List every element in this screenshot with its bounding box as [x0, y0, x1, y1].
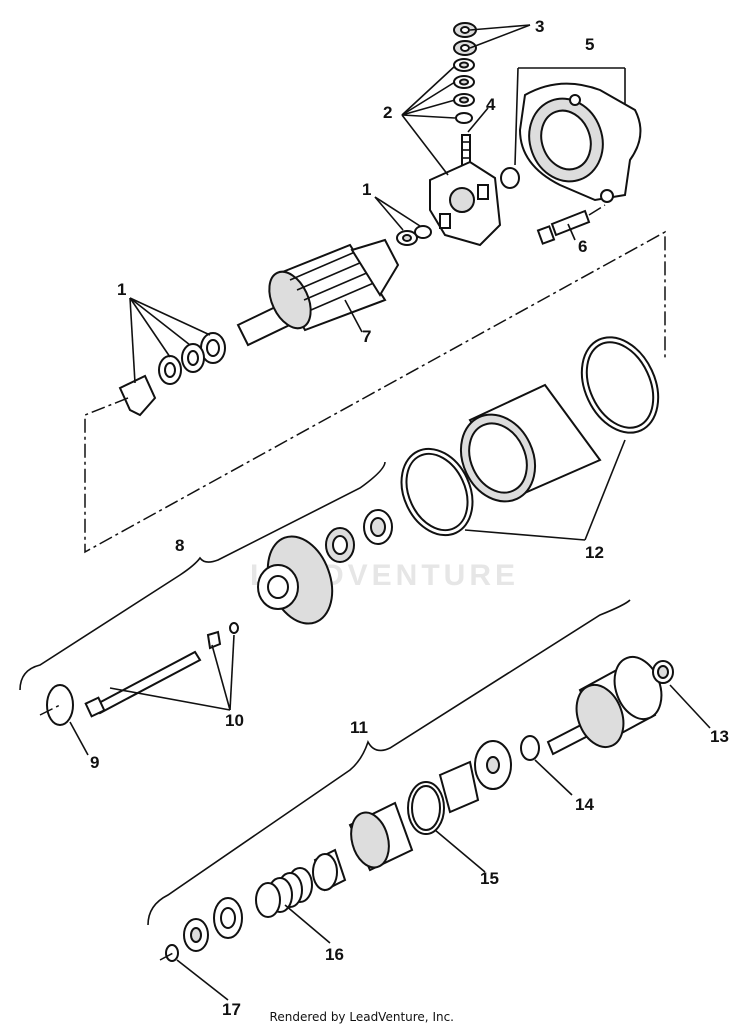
- callout-5: 5: [585, 35, 594, 54]
- part-through-bolt-10: [84, 622, 239, 718]
- callout-4: 4: [486, 95, 496, 114]
- callout-11: 11: [350, 718, 368, 737]
- render-credit: Rendered by LeadVenture, Inc.: [269, 1010, 454, 1024]
- part-retainer-17: [159, 897, 243, 962]
- leader-dash-bolt: [588, 204, 606, 216]
- bracket-11: [147, 599, 631, 926]
- callout-2: 2: [383, 103, 392, 122]
- callout-6: 6: [578, 237, 587, 256]
- part-washers-1-lower: [118, 332, 226, 417]
- leader-lines: [69, 24, 711, 1001]
- callout-14: 14: [575, 795, 594, 814]
- part-o-ring-9: [39, 684, 74, 726]
- part-nuts-3: [453, 22, 477, 56]
- callout-12: 12: [585, 543, 604, 562]
- part-frame-12: [400, 336, 660, 537]
- callout-17: 17: [222, 1000, 241, 1019]
- callout-7: 7: [362, 327, 371, 346]
- bracket-8: [19, 461, 386, 691]
- part-end-housing-5: [518, 82, 642, 203]
- callout-15: 15: [480, 869, 499, 888]
- part-terminal-stud-4: [461, 134, 471, 166]
- callout-8: 8: [175, 536, 184, 555]
- callout-1-upper: 1: [362, 180, 371, 199]
- part-washers-2: [453, 58, 475, 124]
- part-spring-16: [255, 848, 347, 918]
- part-armature-7: [236, 238, 400, 347]
- callout-10: 10: [225, 711, 244, 730]
- callout-13: 13: [710, 727, 729, 746]
- alignment-line: [84, 230, 666, 554]
- callout-9: 9: [90, 753, 99, 772]
- part-pinion-shaft-13: [546, 656, 674, 756]
- part-clutch-assembly: [348, 735, 540, 872]
- part-washers-1-upper: [396, 225, 432, 246]
- callout-16: 16: [325, 945, 344, 964]
- part-drive-housing-8: [257, 509, 393, 625]
- callout-1-lower: 1: [117, 280, 126, 299]
- part-bolt-6: [536, 209, 591, 245]
- part-brush-plate: [429, 160, 502, 247]
- part-bushing: [500, 167, 520, 189]
- callout-3: 3: [535, 17, 544, 36]
